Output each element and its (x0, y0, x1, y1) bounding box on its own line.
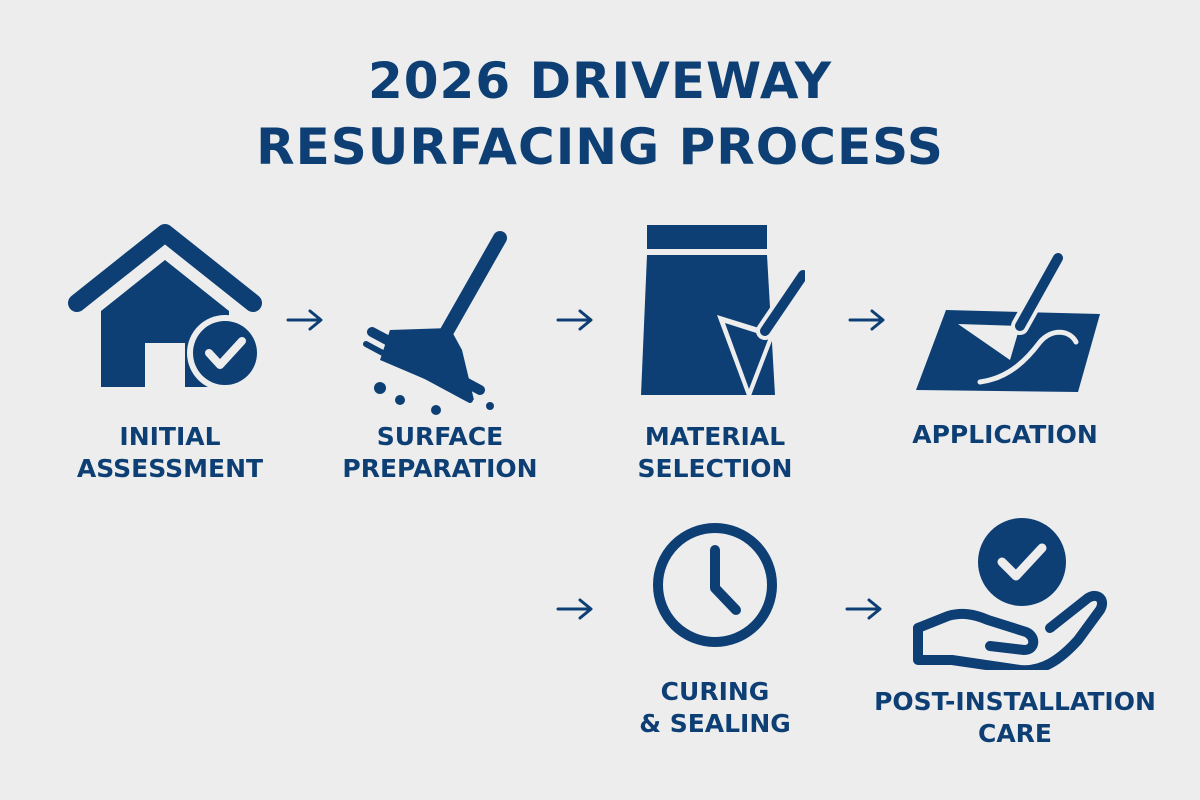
step-label-line-2: & SEALING (639, 709, 791, 738)
arrow-right-icon (848, 309, 885, 331)
step-post-installation-care: POST-INSTALLATION CARE (870, 510, 1160, 770)
material-bag-trowel-icon (641, 225, 805, 401)
arrow-right-icon (286, 309, 323, 331)
step-label-line-2: PREPARATION (342, 454, 538, 483)
step-label-line-1: INITIAL (119, 422, 221, 451)
arrow-right-icon (845, 598, 882, 620)
step-curing-sealing: CURING & SEALING (585, 510, 845, 770)
step-label-line-1: CURING (660, 677, 770, 706)
hand-check-icon (913, 518, 1108, 670)
step-label-line-1: APPLICATION (912, 420, 1098, 449)
step-label-line-2: SELECTION (637, 454, 793, 483)
step-initial-assessment: INITIAL ASSESSMENT (40, 215, 300, 495)
step-label-line-1: POST-INSTALLATION (874, 687, 1156, 716)
step-label-line-2: CARE (977, 719, 1053, 748)
arrow-right-icon (556, 598, 593, 620)
trowel-spreading-icon (916, 249, 1100, 392)
broom-icon (363, 231, 507, 415)
step-label-line-1: MATERIAL (644, 422, 786, 451)
arrow-right-icon (556, 309, 593, 331)
page-title: 2026 DRIVEWAY RESURFACING PROCESS (0, 48, 1200, 180)
step-label-line-2: ASSESSMENT (76, 454, 264, 483)
step-material-selection: MATERIAL SELECTION (585, 215, 845, 495)
title-line-1: 2026 DRIVEWAY (367, 52, 833, 110)
step-application: APPLICATION (875, 215, 1135, 495)
step-surface-preparation: SURFACE PREPARATION (310, 215, 570, 495)
house-check-icon (68, 224, 263, 391)
clock-icon (653, 523, 777, 647)
title-line-2: RESURFACING PROCESS (256, 118, 944, 176)
step-label-line-1: SURFACE (376, 422, 504, 451)
